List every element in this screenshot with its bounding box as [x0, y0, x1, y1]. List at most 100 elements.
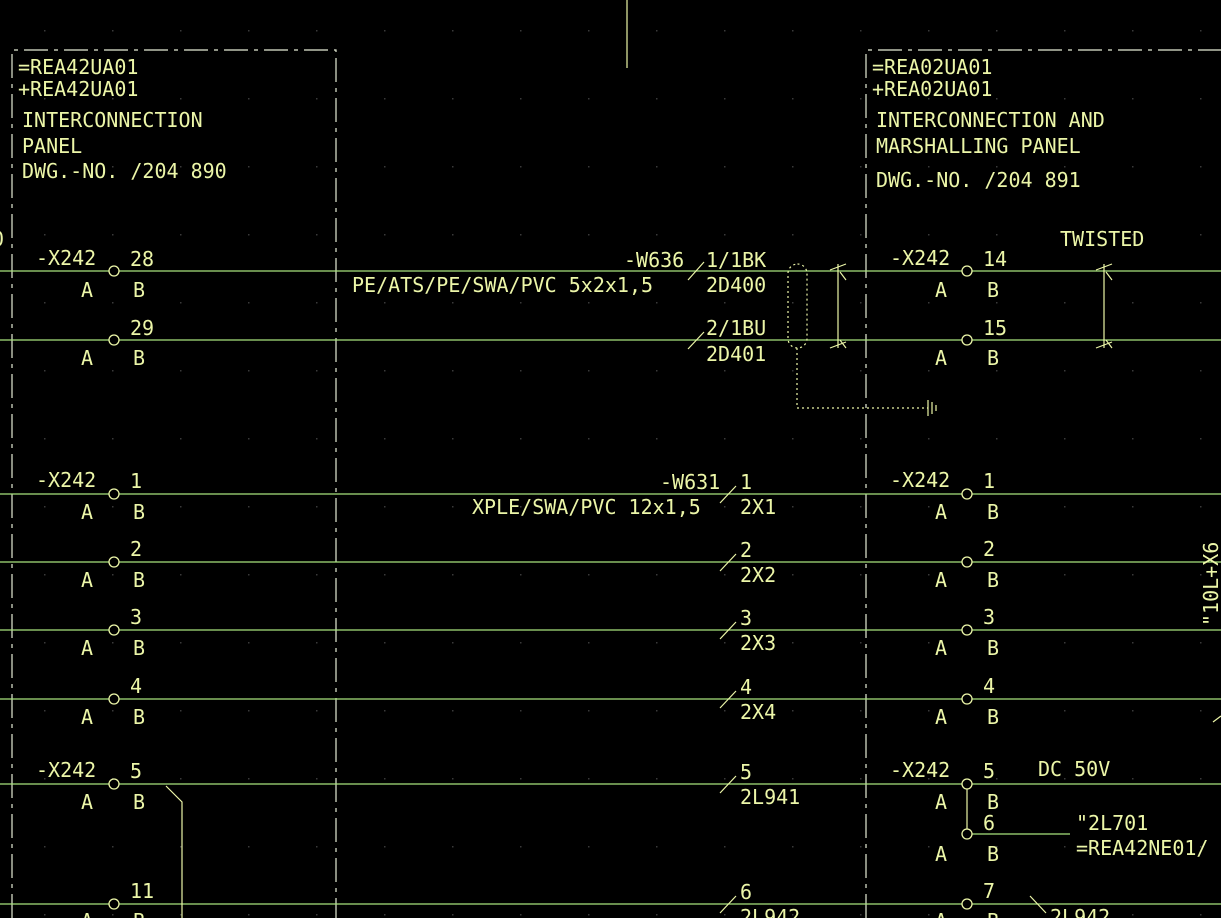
grid-dot: [452, 574, 454, 576]
left-panel-drawing-no: DWG.-NO. /204 890: [22, 159, 227, 183]
left-side-b: B: [133, 278, 145, 302]
grid-dot: [724, 438, 726, 440]
right-side-b: B: [987, 790, 999, 814]
right-side-b: B: [987, 568, 999, 592]
grid-dot: [112, 846, 114, 848]
left-side-a: A: [81, 568, 93, 592]
grid-dot: [1200, 642, 1202, 644]
grid-dot: [1064, 574, 1066, 576]
cable-w636-wire-1: 2D400: [706, 273, 766, 297]
grid-dot: [1064, 166, 1066, 168]
terminal-right-1: [961, 488, 973, 500]
grid-dot: [520, 846, 522, 848]
terminals: [108, 265, 973, 910]
grid-dot: [656, 710, 658, 712]
grid-dot: [588, 30, 590, 32]
grid-dot: [1200, 438, 1202, 440]
right-strip-tag-1: -X242: [890, 246, 950, 270]
grid-dot: [452, 778, 454, 780]
terminal-right-6: [961, 828, 973, 840]
grid-dot: [180, 30, 182, 32]
right-terminal-number: 7: [983, 879, 995, 903]
grid-dot: [1064, 302, 1066, 304]
grid-dot: [248, 166, 250, 168]
terminal-right-15: [961, 334, 973, 346]
grid-dot: [384, 30, 386, 32]
grid-dot: [792, 574, 794, 576]
grid-dot: [520, 234, 522, 236]
right-panel-location: +REA02UA01: [872, 77, 992, 101]
grid-dot: [1200, 98, 1202, 100]
grid-dot: [928, 302, 930, 304]
terminal-right-2: [961, 556, 973, 568]
grid-dot: [112, 574, 114, 576]
grid-dot: [588, 166, 590, 168]
left-side-a: A: [81, 346, 93, 370]
grid-dot: [928, 914, 930, 916]
grid-dot: [452, 710, 454, 712]
right-side-b: B: [987, 346, 999, 370]
grid-dot: [384, 166, 386, 168]
grid-dot: [656, 778, 658, 780]
grid-dot: [860, 574, 862, 576]
terminal-left-29: [108, 334, 120, 346]
left-jumper-bend: [165, 785, 183, 918]
grid-dot: [44, 166, 46, 168]
grid-dot: [384, 710, 386, 712]
cable-w631-wire-2: 2X2: [740, 563, 776, 587]
terminal-left-1: [108, 488, 120, 500]
right-side-a: A: [935, 500, 947, 524]
grid-dot: [588, 234, 590, 236]
right-side-b: B: [987, 842, 999, 866]
grid-dot: [316, 370, 318, 372]
left-side-a: A: [81, 636, 93, 660]
right-side-a: A: [935, 636, 947, 660]
grid-dot: [520, 438, 522, 440]
grid-dot: [520, 302, 522, 304]
grid-dot: [656, 370, 658, 372]
right-side-a: A: [935, 909, 947, 918]
grid-dot: [996, 234, 998, 236]
grid-dot: [860, 98, 862, 100]
grid-dot: [792, 710, 794, 712]
right-side-b: B: [987, 500, 999, 524]
grid-dot: [656, 642, 658, 644]
grid-dot: [1064, 846, 1066, 848]
grid-dot: [588, 370, 590, 372]
grid-dot: [928, 710, 930, 712]
left-edge-fragment: 0: [0, 227, 4, 251]
grid-dot: [180, 166, 182, 168]
grid-dot: [180, 642, 182, 644]
cable-w631-core-6: 6: [740, 880, 752, 904]
grid-dot: [1132, 914, 1134, 916]
grid-dot: [1132, 846, 1134, 848]
grid-dot: [996, 302, 998, 304]
grid-dot: [588, 642, 590, 644]
cable-w631-core-4: 4: [740, 675, 752, 699]
grid-dot: [996, 506, 998, 508]
grid-dot: [316, 166, 318, 168]
terminal-right-7: [961, 898, 973, 910]
cable-w631-wire-4: 2X4: [740, 700, 776, 724]
grid-dot: [520, 30, 522, 32]
grid-dot: [1064, 370, 1066, 372]
grid-dot: [112, 166, 114, 168]
grid-dot: [452, 302, 454, 304]
grid-dot: [1132, 574, 1134, 576]
grid-dot: [44, 710, 46, 712]
grid-dot: [1132, 506, 1134, 508]
grid-dot: [180, 234, 182, 236]
grid-dot: [656, 846, 658, 848]
grid-dot: [520, 574, 522, 576]
grid-dot: [520, 642, 522, 644]
cable-w631-wire-5: 2L941: [740, 785, 800, 809]
grid-dot: [248, 574, 250, 576]
grid-dot: [724, 234, 726, 236]
cable-w631-wire-6: 2L942: [740, 905, 800, 918]
grid-dot: [1132, 370, 1134, 372]
grid-dot: [1200, 506, 1202, 508]
grid-dot: [724, 846, 726, 848]
cable-w631-tag: -W631: [660, 470, 720, 494]
terminal-right-4: [961, 693, 973, 705]
